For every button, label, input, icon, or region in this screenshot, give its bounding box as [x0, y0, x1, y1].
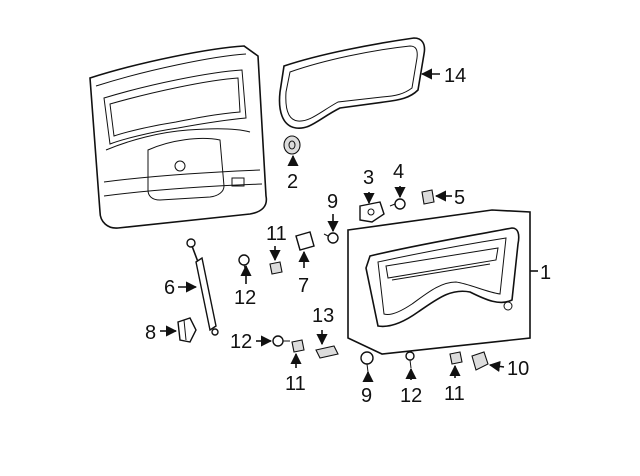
clip	[389, 198, 406, 210]
nut-lower	[449, 351, 463, 365]
callout-1: 1	[540, 262, 551, 284]
callout-3: 3	[363, 167, 374, 189]
handle	[315, 345, 339, 359]
trim-panel	[365, 227, 520, 328]
callout-4: 4	[393, 161, 404, 183]
nut-middle	[291, 339, 305, 353]
leaders	[160, 68, 538, 383]
bracket	[359, 201, 385, 223]
callout-7: 7	[298, 275, 309, 297]
screw-lower	[405, 351, 415, 369]
callout-6: 6	[164, 277, 175, 299]
callout-9-upper: 9	[327, 191, 338, 213]
callout-12-lower: 12	[400, 385, 422, 407]
lift-support	[186, 238, 219, 336]
callout-5: 5	[454, 187, 465, 209]
callout-11-middle: 11	[285, 373, 306, 395]
cap	[471, 351, 489, 371]
callout-13: 13	[312, 305, 334, 327]
weatherstrip	[278, 37, 426, 129]
latch	[295, 231, 315, 251]
trim-panel-box	[347, 209, 531, 355]
callout-10: 10	[507, 358, 529, 380]
bumper-lower	[360, 351, 374, 373]
hinge	[177, 317, 197, 343]
callout-2: 2	[287, 171, 298, 193]
callout-14: 14	[444, 65, 466, 87]
grommet	[283, 135, 301, 155]
callout-8: 8	[145, 322, 156, 344]
liftgate-door	[89, 45, 268, 229]
bumper-upper	[323, 232, 339, 244]
callout-labels: 14 2 3 4 5 9 11 7 6 12 1 8 13 12 11 9 12…	[145, 65, 551, 407]
callout-9-lower: 9	[361, 385, 372, 407]
callout-11-lower: 11	[444, 383, 465, 405]
callout-11-upper: 11	[266, 223, 287, 245]
nut-upper	[269, 261, 283, 275]
screw-middle	[272, 335, 290, 347]
fastener	[421, 189, 435, 205]
screw-upper	[238, 254, 250, 273]
callout-12-upper: 12	[234, 287, 256, 309]
callout-12-middle: 12	[230, 331, 252, 353]
